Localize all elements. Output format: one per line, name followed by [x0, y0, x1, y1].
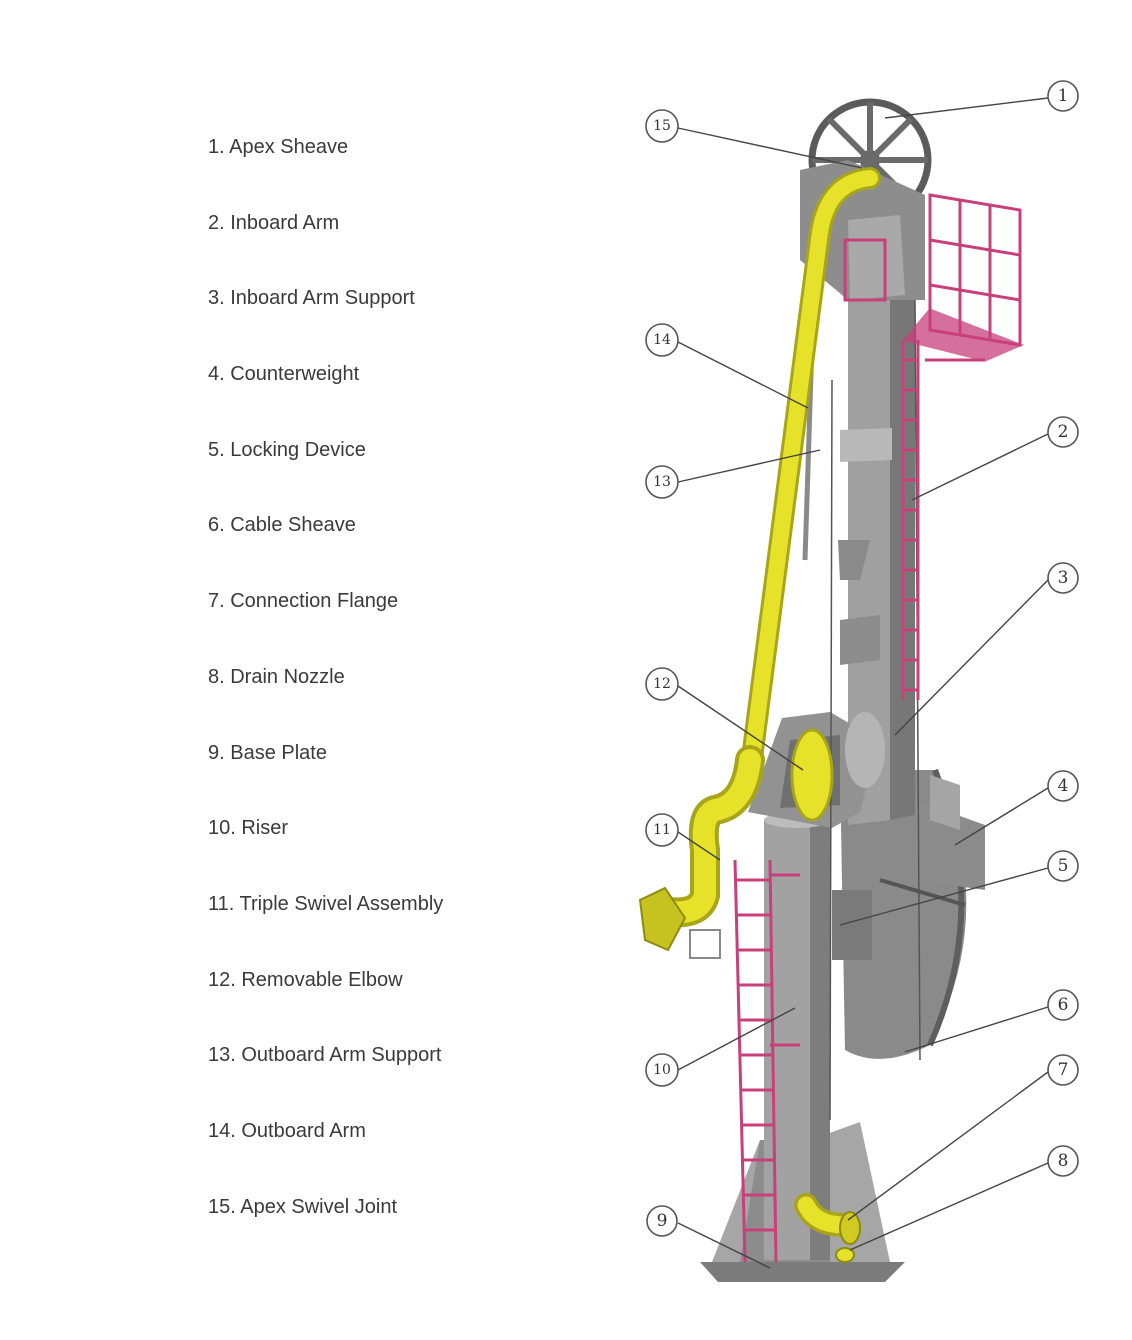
legend-item-13: 13. Outboard Arm Support [208, 1044, 442, 1067]
outboard-arm [741, 167, 881, 769]
callout-6: 6 [1047, 989, 1079, 1021]
callout-10: 10 [645, 1053, 679, 1087]
upper-ladder [901, 340, 920, 700]
callout-1: 1 [1047, 80, 1079, 112]
legend-item-7: 7. Connection Flange [208, 590, 399, 613]
legend-item-12: 12. Removable Elbow [208, 968, 403, 991]
triple-swivel-assembly [638, 745, 765, 959]
callout-6-label: 6 [1058, 995, 1069, 1015]
drain-nozzle [835, 1247, 855, 1263]
callout-14: 14 [645, 323, 679, 357]
legend-item-15: 15. Apex Swivel Joint [208, 1195, 397, 1218]
callout-11-label: 11 [653, 822, 671, 838]
legend-item-2: 2. Inboard Arm [208, 211, 340, 234]
callout-4-label: 4 [1058, 776, 1069, 796]
legend-item-14: 14. Outboard Arm [208, 1119, 366, 1142]
locking-device [832, 878, 966, 960]
callout-4: 4 [1047, 770, 1079, 802]
callout-7: 7 [1047, 1054, 1079, 1086]
callout-15-label: 15 [653, 118, 671, 134]
legend-item-4: 4. Counterweight [208, 363, 360, 386]
callout-9-label: 9 [657, 1211, 668, 1231]
legend-item-11: 11. Triple Swivel Assembly [208, 892, 444, 915]
legend-item-5: 5. Locking Device [208, 438, 366, 461]
connection-flange [794, 1193, 861, 1245]
callout-7-label: 7 [1058, 1060, 1069, 1080]
callout-13: 13 [645, 465, 679, 499]
legend-item-10: 10. Riser [208, 817, 289, 840]
callout-12: 12 [645, 667, 679, 701]
lower-ladder [733, 859, 800, 1263]
callout-8: 8 [1047, 1145, 1079, 1177]
callout-13-label: 13 [653, 474, 671, 490]
removable-elbow [790, 728, 834, 822]
callout-11: 11 [645, 813, 679, 847]
callout-3: 3 [1047, 562, 1079, 594]
legend-item-9: 9. Base Plate [208, 741, 327, 764]
callout-5-label: 5 [1058, 856, 1069, 876]
callout-2: 2 [1047, 416, 1079, 448]
callout-10-label: 10 [653, 1062, 671, 1078]
callout-2-label: 2 [1058, 422, 1069, 442]
inboard-arm [838, 290, 915, 825]
legend-item-1: 1. Apex Sheave [208, 136, 349, 158]
callout-leaders [677, 97, 1049, 1269]
platform-railing [843, 193, 1024, 362]
legend-item-8: 8. Drain Nozzle [208, 665, 345, 688]
callout-8-label: 8 [1058, 1151, 1069, 1171]
callout-3-label: 3 [1058, 568, 1069, 588]
callout-5: 5 [1047, 850, 1079, 882]
callout-1-label: 1 [1058, 86, 1069, 106]
callout-12-label: 12 [653, 676, 671, 692]
callout-9: 9 [646, 1205, 678, 1237]
loading-arm-diagram: 1 2 3 4 5 6 7 8 9 10 11 12 13 14 15 [638, 80, 1079, 1282]
callout-14-label: 14 [653, 332, 671, 348]
callout-15: 15 [645, 109, 679, 143]
parts-legend: 1. Apex Sheave 2. Inboard Arm 3. Inboard A… [208, 130, 443, 1265]
legend-item-3: 3. Inboard Arm Support [208, 287, 415, 310]
legend-item-6: 6. Cable Sheave [208, 514, 356, 537]
counterweight [915, 775, 985, 890]
